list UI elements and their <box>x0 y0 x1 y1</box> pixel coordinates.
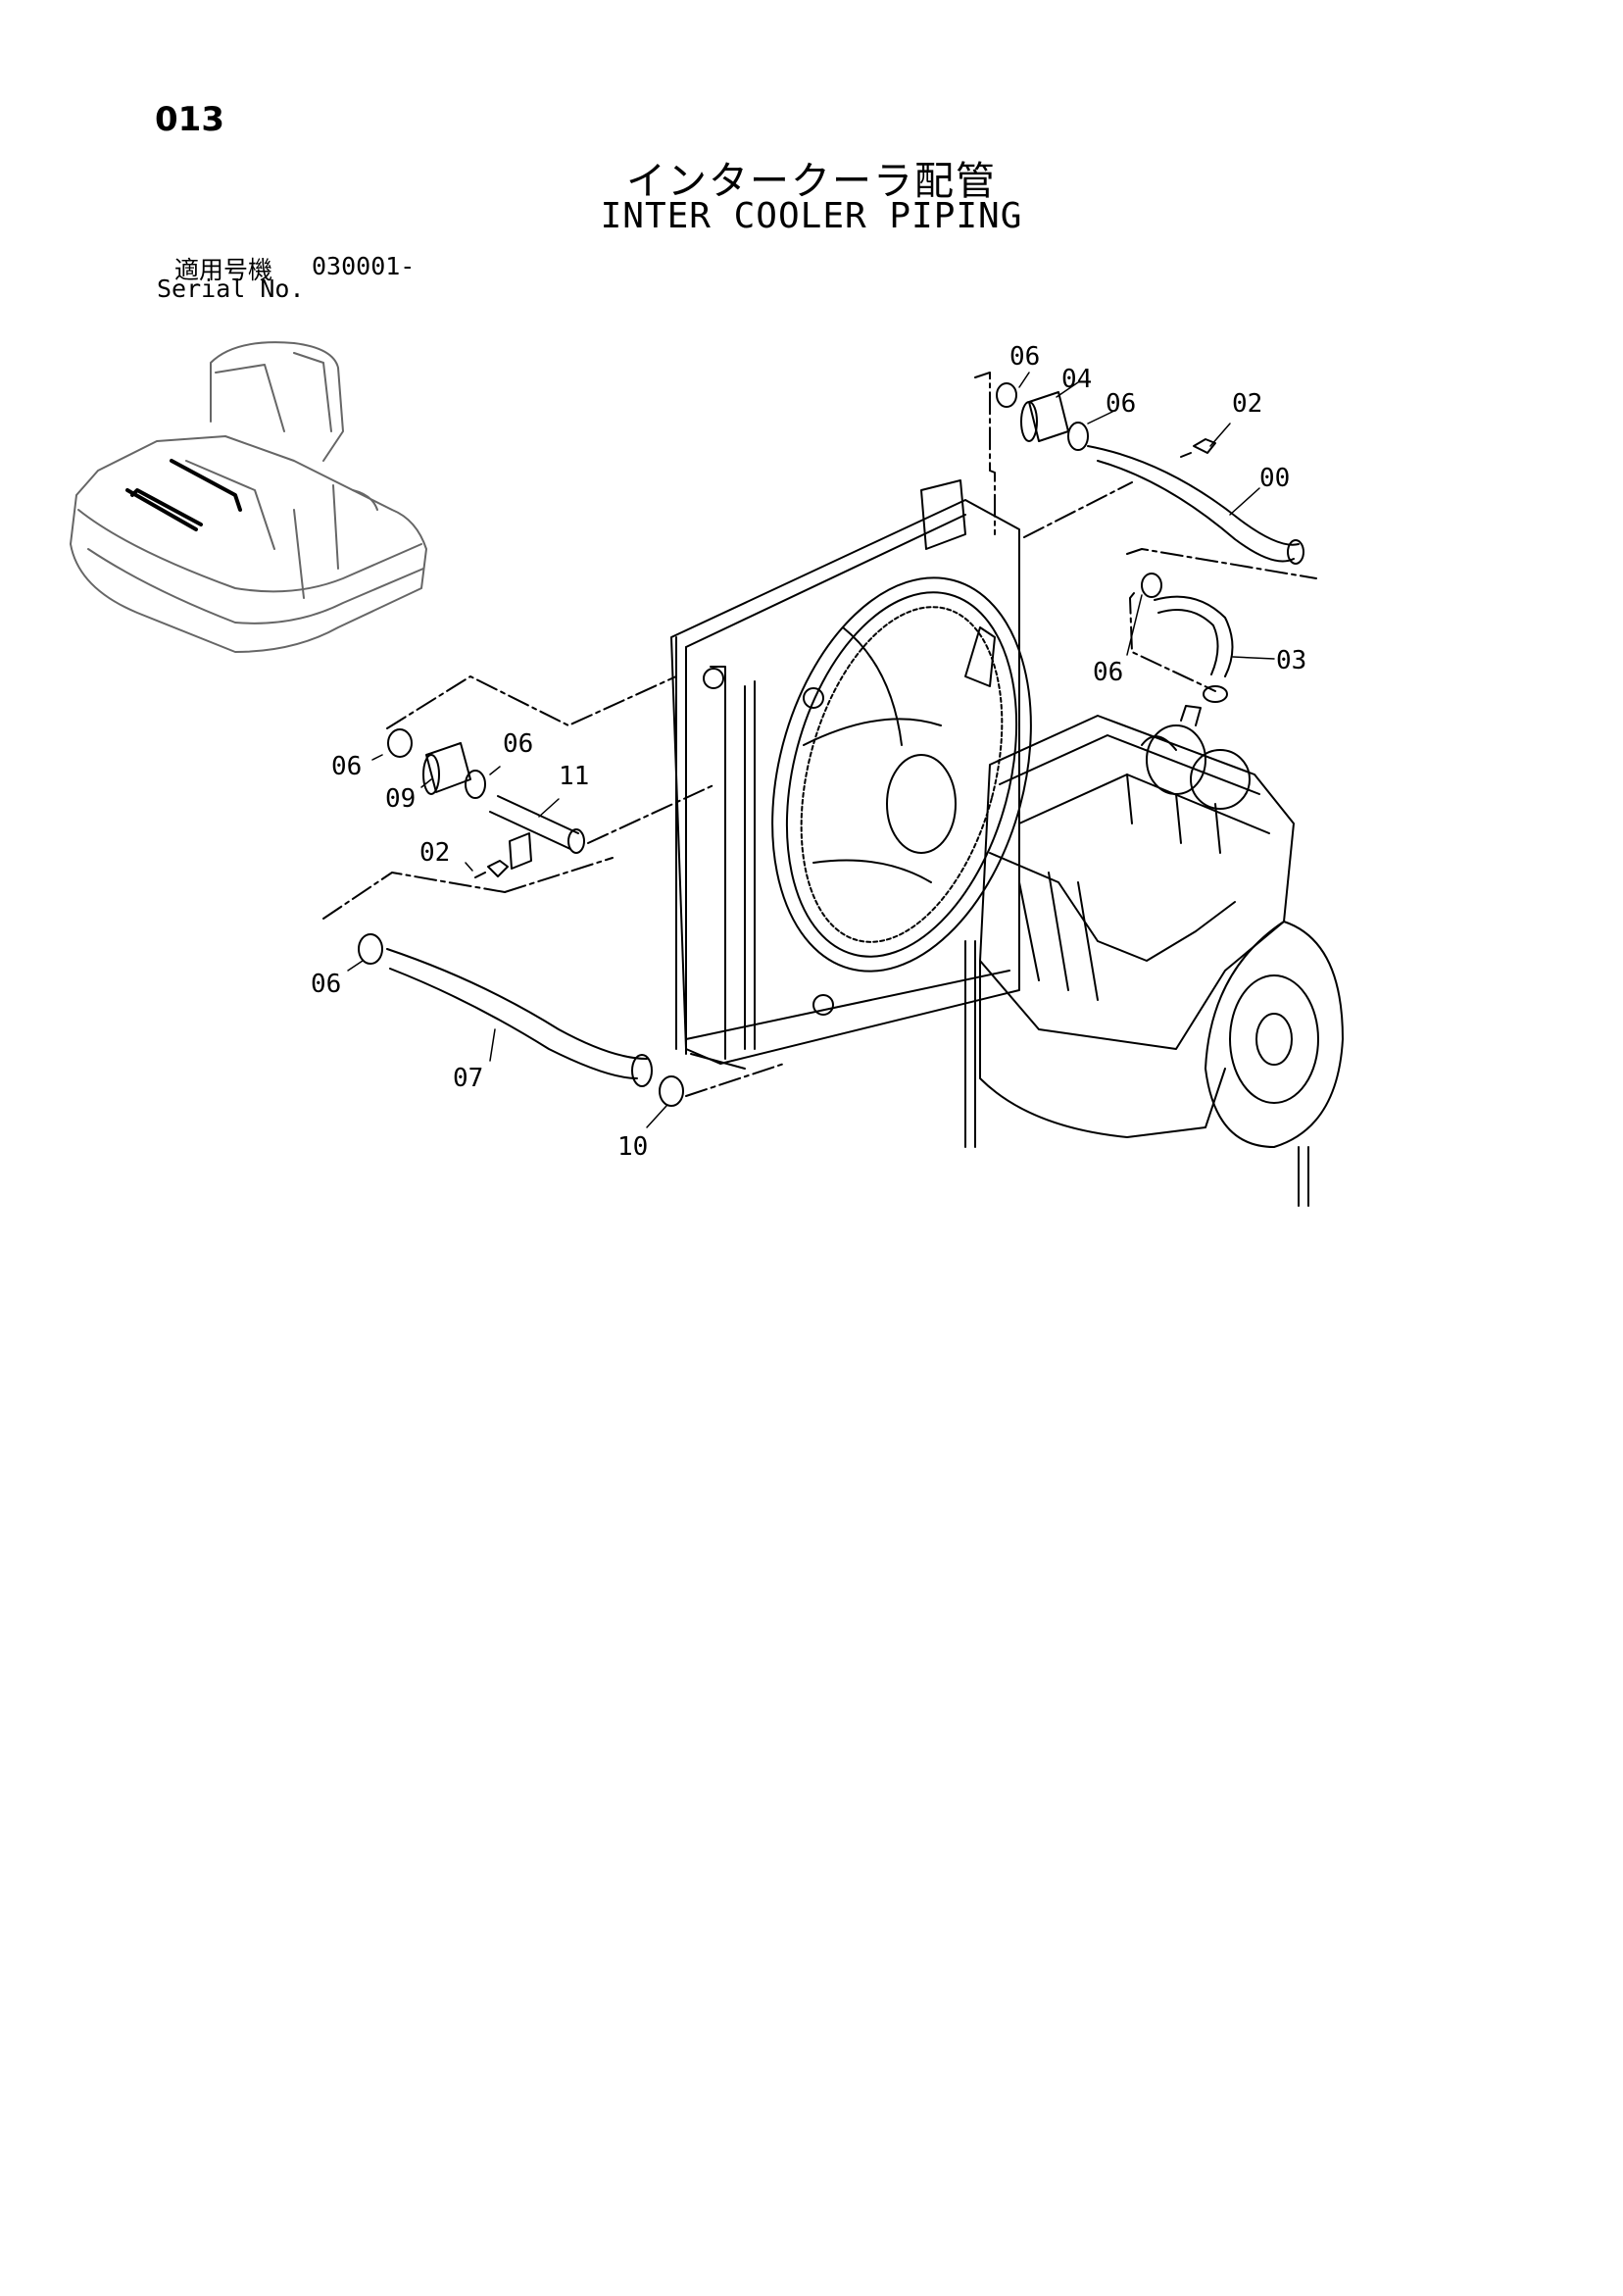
leader-lines <box>347 372 1275 1128</box>
callout-06-lower: 06 <box>311 970 341 999</box>
callout-02-top: 02 <box>1232 389 1262 419</box>
part-04-rubber-hose <box>1020 391 1069 442</box>
callout-06-top-right: 06 <box>1106 389 1136 419</box>
engine-assembly <box>964 715 1344 1207</box>
serial-label-english: Serial No. <box>157 275 305 303</box>
serial-number-value: 030001- <box>312 252 416 280</box>
callout-06-top: 06 <box>1009 342 1040 372</box>
callout-07: 07 <box>453 1064 483 1093</box>
part-06-clamp-top-left <box>996 382 1017 408</box>
part-11-pipe <box>489 795 585 870</box>
part-09-rubber-hose <box>422 742 471 795</box>
excavator-locator-thumbnail <box>70 341 427 653</box>
callout-03: 03 <box>1276 646 1306 675</box>
page-title-japanese: インタークーラ配管 <box>626 159 997 204</box>
part-07-lower-hose <box>386 948 653 1087</box>
part-03-elbow-hose <box>1141 573 1234 703</box>
part-02-bolt-top <box>1180 438 1216 458</box>
callout-02-lower: 02 <box>419 838 450 868</box>
part-02-bolt-lower <box>474 860 509 878</box>
part-10-clamp <box>659 1075 684 1107</box>
turbocharger <box>1146 705 1251 810</box>
callout-04: 04 <box>1061 365 1092 394</box>
callout-09: 09 <box>385 784 416 814</box>
callout-00: 00 <box>1259 464 1290 493</box>
callout-06-mid-left: 06 <box>331 752 362 781</box>
callout-labels: 06 04 06 02 00 03 06 06 06 09 11 02 06 0… <box>311 342 1306 1162</box>
connection-lines <box>322 372 1317 1097</box>
part-06-clamp-top-right <box>1067 422 1089 451</box>
callout-06-mid-right: 06 <box>503 729 533 759</box>
part-00-upper-pipe <box>1087 445 1304 565</box>
part-06-clamp-lower <box>358 933 383 965</box>
callout-10: 10 <box>617 1132 648 1162</box>
callout-11: 11 <box>559 762 589 791</box>
page-number: 013 <box>155 100 224 139</box>
fan-shroud <box>771 576 1032 973</box>
part-06-clamp-mid-right <box>465 770 486 799</box>
page-title-english: INTER COOLER PIPING <box>600 196 1023 236</box>
callout-06-elbow: 06 <box>1093 658 1123 687</box>
serial-label-japanese: 適用号機 <box>174 256 273 284</box>
part-06-clamp-mid-left <box>387 728 413 758</box>
radiator-intercooler-assembly <box>670 479 1020 1070</box>
